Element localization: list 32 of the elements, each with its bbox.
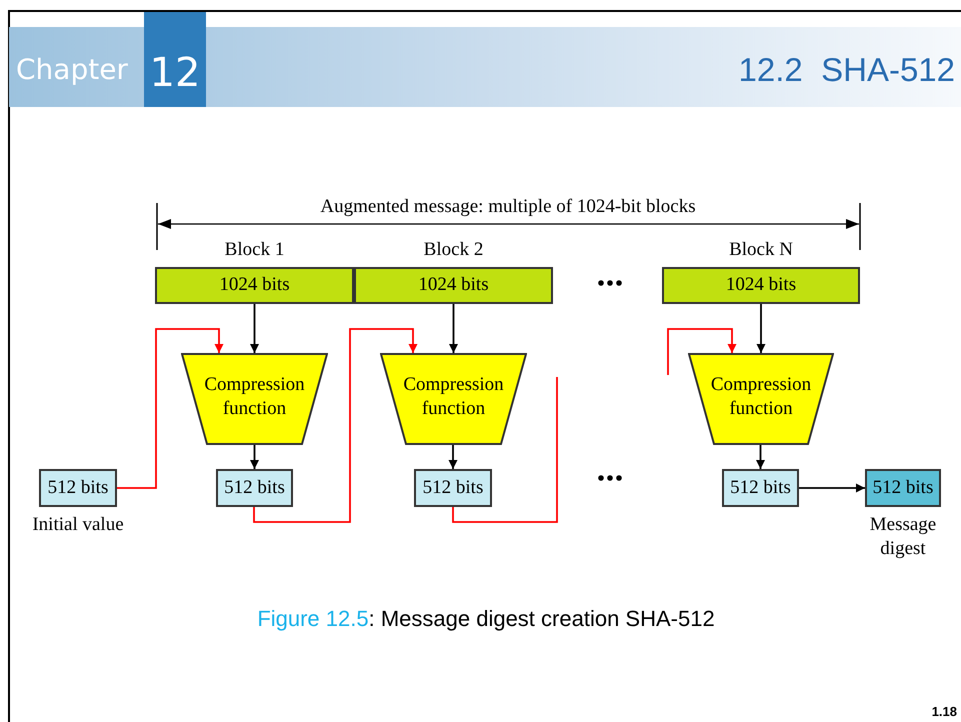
bits-box: 512 bits <box>216 469 293 507</box>
bits-box: 1024 bits <box>662 267 860 304</box>
bits-box: 512 bits <box>865 469 941 507</box>
bits-box: 512 bits <box>414 469 492 507</box>
page-number: 1.18 <box>932 704 957 720</box>
feedback-connector <box>117 328 224 489</box>
bits-box: 1024 bits <box>354 267 553 304</box>
caption-text: Message digest <box>868 513 938 561</box>
arrow <box>449 304 458 353</box>
block-label: Block 1 <box>224 238 284 262</box>
arrow <box>250 304 259 353</box>
bits-box: 512 bits <box>722 469 799 507</box>
arrow <box>448 445 458 469</box>
arrow <box>799 484 865 492</box>
feedback-connector <box>452 377 558 523</box>
feedback-connector <box>667 328 736 375</box>
block-label: Block N <box>729 238 793 262</box>
arrow <box>756 445 765 469</box>
arrow <box>756 304 766 353</box>
caption-text: Initial value <box>31 513 125 537</box>
function-label: Compression function <box>203 373 306 421</box>
feedback-connector <box>253 328 418 523</box>
chapter-label: Chapter <box>16 52 128 88</box>
function-label: Compression function <box>710 373 812 421</box>
chapter-number-box: 12 <box>144 12 206 107</box>
block-label: Block 2 <box>424 238 484 262</box>
function-label: Compression function <box>402 373 505 421</box>
figure-caption: Figure 12.5: Message digest creation SHA-512 <box>257 605 715 633</box>
bits-box: 1024 bits <box>155 267 354 304</box>
arrow <box>250 445 259 469</box>
section-title: 12.2 SHA-512 <box>738 50 955 90</box>
bits-box: 512 bits <box>39 469 117 507</box>
